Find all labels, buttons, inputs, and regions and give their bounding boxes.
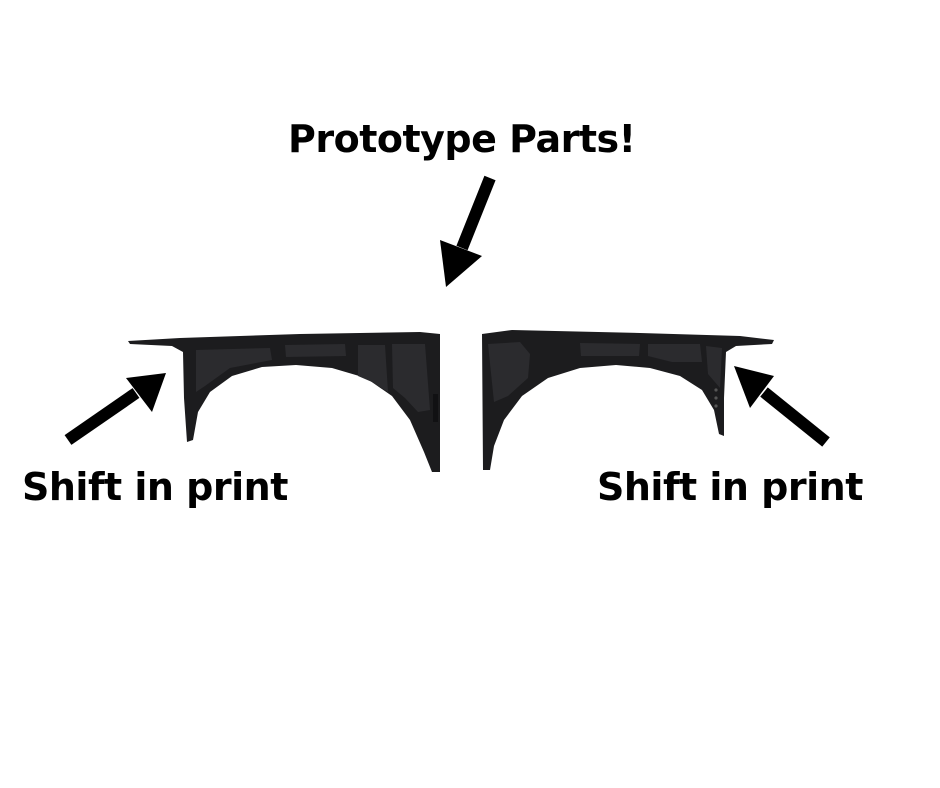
left-fender-part	[128, 332, 440, 472]
right-fender-panel-c	[648, 344, 702, 362]
arrow-up-right-icon	[64, 373, 166, 445]
right-fender-hole-1	[714, 388, 718, 392]
arrow-up-left-icon	[734, 366, 830, 447]
left-shift-caption: Shift in print	[22, 465, 288, 509]
right-fender-panel-a	[488, 342, 530, 402]
right-fender-hole-3	[714, 404, 718, 408]
right-fender-panel-b	[580, 343, 640, 356]
left-fender-panel-a	[196, 348, 272, 392]
right-fender-hole-2	[714, 396, 718, 400]
right-fender-part	[482, 330, 774, 470]
left-fender-panel-c	[358, 345, 388, 392]
right-shift-caption: Shift in print	[597, 465, 863, 509]
left-fender-clip	[433, 394, 438, 422]
arrow-down-left-icon	[440, 175, 496, 287]
left-fender-panel-b	[285, 344, 346, 357]
title-caption: Prototype Parts!	[288, 117, 636, 161]
right-fender-body	[482, 330, 774, 470]
right-fender-panel-d	[706, 346, 722, 388]
left-fender-panel-d	[392, 344, 430, 412]
